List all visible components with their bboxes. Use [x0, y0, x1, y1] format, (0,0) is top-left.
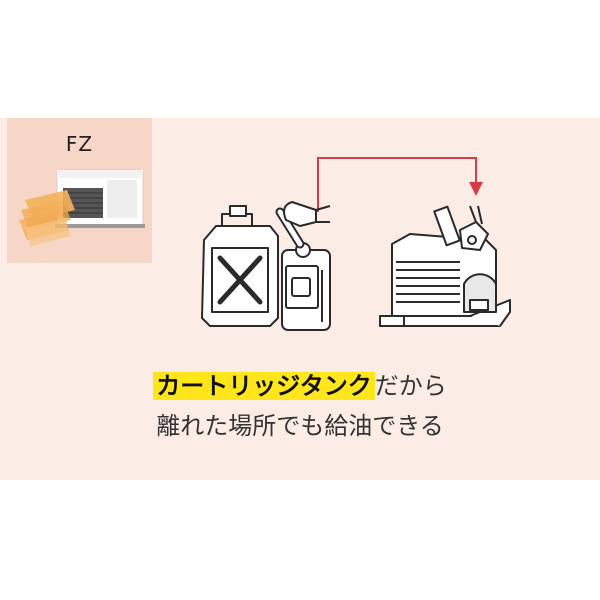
- model-badge: FZ: [7, 118, 152, 263]
- caption-line-2: 離れた場所でも給油できる: [156, 412, 444, 440]
- caption-line-1-rest: だから: [374, 372, 447, 400]
- jerry-can-icon: [201, 205, 279, 327]
- caption-line-1: カートリッジタンクだから: [0, 366, 600, 406]
- hose-icon: [275, 207, 305, 249]
- heater-icon: [379, 233, 511, 327]
- tank-insert-icon: [433, 205, 489, 251]
- model-label: FZ: [65, 132, 94, 156]
- caption-highlight: カートリッジタンク: [153, 372, 375, 400]
- arrow-head: [469, 182, 483, 196]
- cartridge-tank-icon: [281, 242, 331, 331]
- arrow-icon: [317, 157, 477, 212]
- hand-icon: [283, 201, 331, 227]
- fan-heater-icon: [19, 169, 145, 246]
- feature-caption: カートリッジタンクだから 離れた場所でも給油できる: [0, 366, 600, 446]
